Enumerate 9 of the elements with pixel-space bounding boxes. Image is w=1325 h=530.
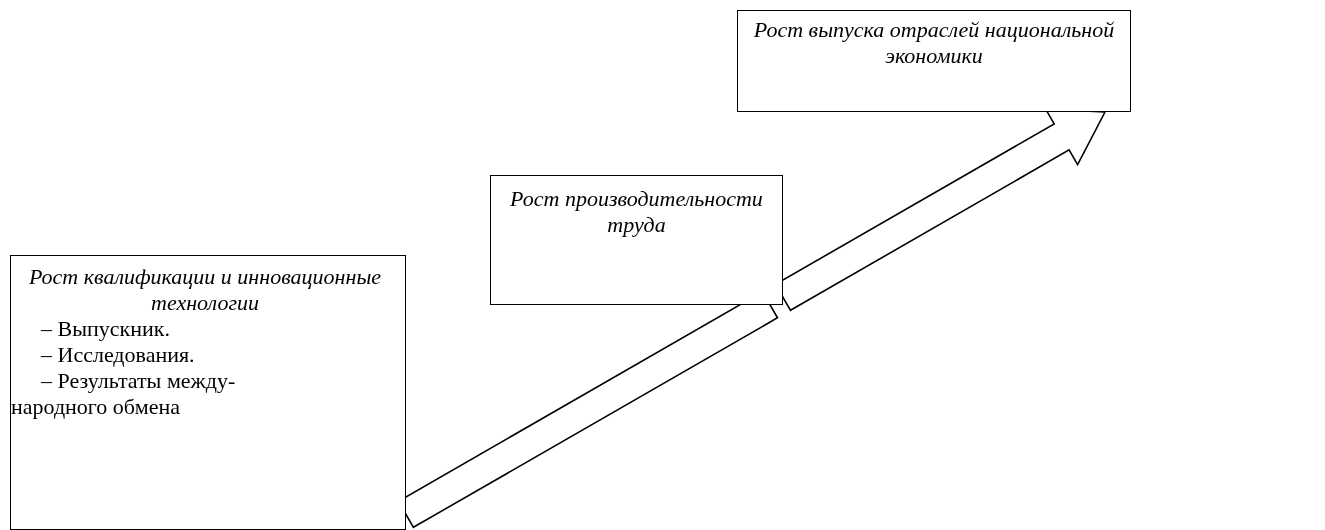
list-item: – Выпускник. [40,316,171,342]
text-box [737,10,1131,112]
list-item: – Результаты между-народного обмена [11,368,237,420]
box-heading: Рост квалификации и инновационные технологии [27,264,383,316]
text-box [10,255,406,530]
text-box [490,175,783,305]
list-item: – Исследования. [40,342,196,368]
box-heading: Рост выпуска отраслей национальной экономики [752,17,1116,69]
box-heading: Рост производительности труда [509,186,764,238]
